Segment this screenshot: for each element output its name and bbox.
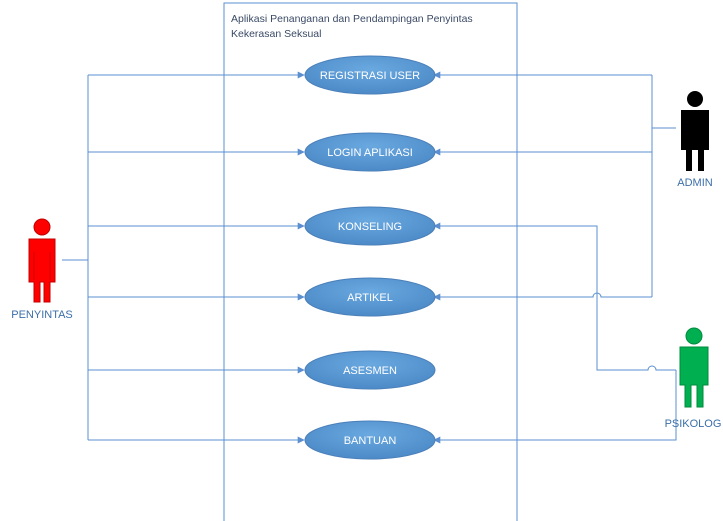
person-figure-icon <box>679 327 709 408</box>
actor-penyintas: PENYINTAS <box>11 218 73 321</box>
actor-label: ADMIN <box>677 177 713 189</box>
use-case-registrasi-user: REGISTRASI USER <box>304 55 436 95</box>
use-case-asesmen: ASESMEN <box>304 350 436 390</box>
system-boundary <box>223 2 518 521</box>
actor-admin: ADMIN <box>677 91 713 189</box>
person-figure-icon <box>28 218 56 303</box>
system-title-line1: Aplikasi Penanganan dan Pendampingan Pen… <box>231 13 473 25</box>
use-case-label: ASESMEN <box>343 365 397 377</box>
actor-label: PENYINTAS <box>11 309 73 321</box>
use-case-label: REGISTRASI USER <box>320 70 420 82</box>
use-case-label: LOGIN APLIKASI <box>327 147 413 159</box>
use-case-artikel: ARTIKEL <box>304 277 436 317</box>
system-title-line2: Kekerasan Seksual <box>231 28 321 40</box>
penyintas-connectors <box>62 71 305 444</box>
admin-connectors <box>433 71 676 301</box>
use-case-label: KONSELING <box>338 221 402 233</box>
link-psikolog-konseling <box>433 222 676 371</box>
actor-psikolog: PSIKOLOG <box>665 327 722 430</box>
person-figure-icon <box>681 91 709 171</box>
use-case-bantuan: BANTUAN <box>304 420 436 460</box>
use-case-login-aplikasi: LOGIN APLIKASI <box>304 132 436 172</box>
psikolog-connectors <box>433 222 677 444</box>
actor-label: PSIKOLOG <box>665 418 722 430</box>
use-case-label: BANTUAN <box>344 435 397 447</box>
use-case-label: ARTIKEL <box>347 292 393 304</box>
link-psikolog-bantuan <box>433 370 677 444</box>
use-case-konseling: KONSELING <box>304 206 436 246</box>
link-admin-artikel <box>433 292 652 301</box>
